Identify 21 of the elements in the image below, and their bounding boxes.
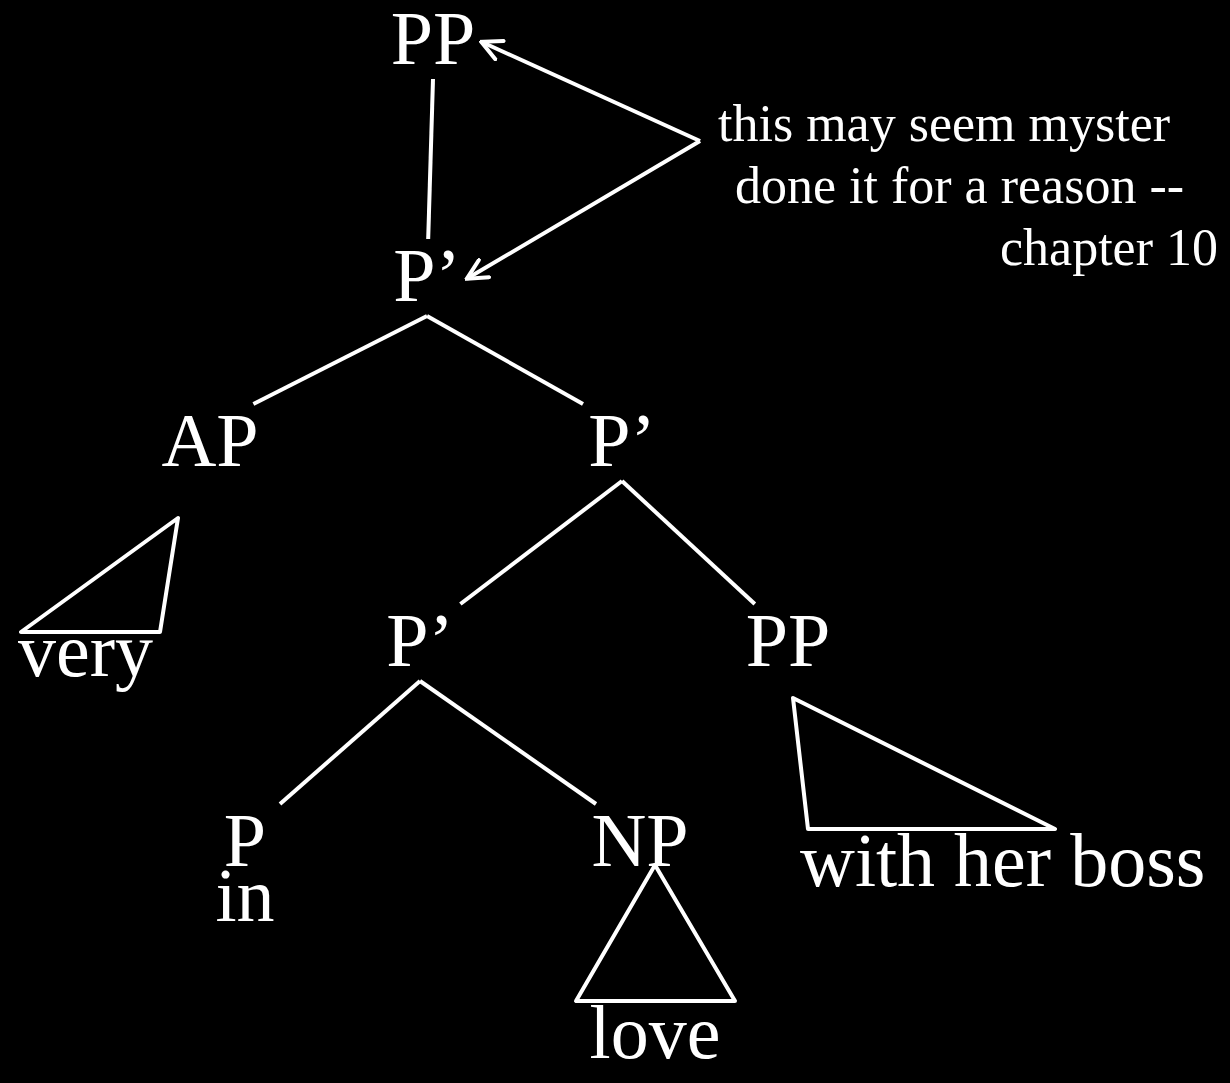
branch-line [278, 679, 422, 806]
category-label: P’ [588, 402, 656, 478]
category-label: NP [591, 802, 689, 878]
branch-line [426, 78, 435, 240]
branch-line [252, 314, 428, 406]
branch-line [418, 679, 598, 806]
category-label: P’ [386, 602, 454, 678]
category-label: PP [745, 602, 831, 678]
branch-line [620, 479, 757, 606]
note-text: done it for a reason -- [735, 158, 1185, 214]
word-label: with her boss [800, 822, 1206, 898]
arrow [479, 38, 701, 143]
branch-line [426, 314, 584, 406]
category-label: PP [390, 0, 476, 76]
category-label: AP [161, 402, 259, 478]
word-label: love [589, 994, 721, 1070]
category-label: P’ [393, 237, 461, 313]
note-text: this may seem myster [718, 96, 1171, 152]
arrow [464, 139, 701, 281]
branch-line [459, 479, 624, 606]
note-text: chapter 10 [1000, 220, 1218, 276]
